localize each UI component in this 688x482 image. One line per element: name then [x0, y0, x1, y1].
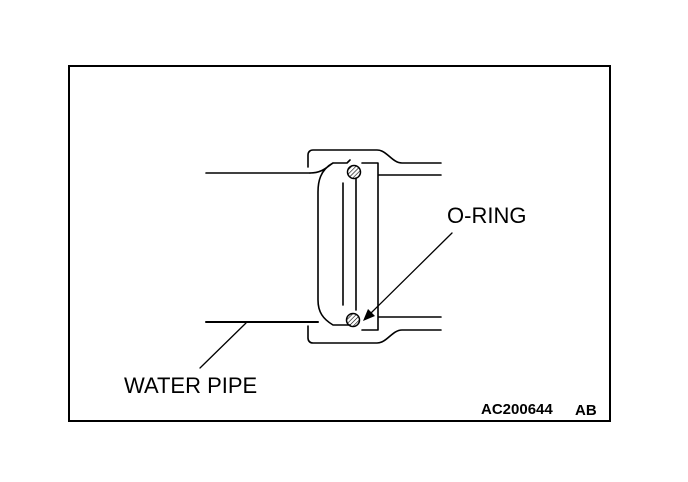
diagram-frame: [68, 65, 611, 422]
o-ring-leader: [369, 232, 453, 315]
o-ring-top: [346, 164, 362, 180]
figure-code-suffix: AB: [575, 402, 597, 419]
connector-body: [307, 149, 442, 344]
water-pipe-leader: [199, 322, 247, 369]
water-pipe-label: WATER PIPE: [124, 373, 258, 398]
o-ring-label: O-RING: [447, 203, 527, 228]
pipe-flare: [309, 159, 351, 326]
o-ring-bottom: [345, 312, 361, 328]
o-ring-arrowhead: [363, 309, 375, 321]
connector-inner: [361, 162, 442, 331]
figure-code: AC200644: [481, 401, 553, 418]
